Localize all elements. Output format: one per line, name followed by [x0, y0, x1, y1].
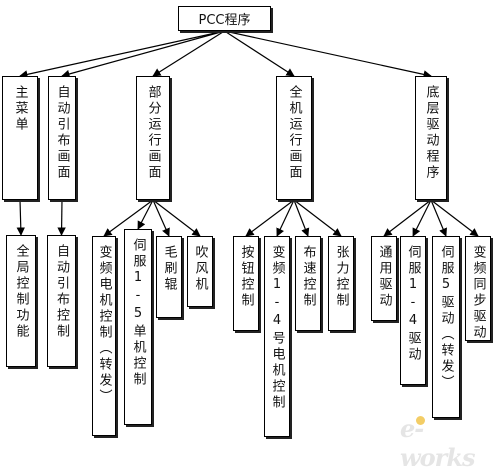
submodule-node-4-1: 按钮控制: [233, 236, 259, 331]
root-to-module-1-arrow: [19, 30, 225, 79]
module-node-1: 主菜单: [2, 76, 38, 200]
submodule-node-3-4: 吹风机: [187, 236, 213, 307]
root-to-module-2-arrow: [61, 30, 225, 79]
submodule-node-5-4: 变频同步驱动: [465, 236, 491, 341]
watermark-text: e-works: [400, 414, 475, 472]
submodule-node-3-3-label: 毛刷辊: [161, 245, 177, 293]
submodule-node-4-3: 布速控制: [295, 236, 321, 331]
module-node-3-label: 部分运行画面: [145, 85, 161, 181]
module-node-5: 底层驱动程序: [415, 76, 447, 200]
submodule-node-3-1-label: 变频电机控制（转发）: [96, 245, 112, 405]
root-label: PCC程序: [198, 13, 251, 28]
submodule-node-3-2-label: 伺服1-5单机控制: [130, 238, 146, 388]
submodule-node-4-2: 变频1-4号电机控制: [264, 236, 290, 437]
module-4-to-sub-3-arrow: [293, 199, 310, 237]
root-to-module-5-arrow: [224, 30, 432, 79]
root-to-module-3-arrow: [152, 30, 225, 77]
submodule-node-2-1-label: 自动引布控制: [54, 244, 69, 340]
submodule-node-1-1-label: 全局控制功能: [13, 244, 29, 340]
module-node-5-label: 底层驱动程序: [423, 85, 439, 181]
module-3-to-sub-1-arrow: [103, 199, 154, 237]
module-3-to-sub-3-arrow: [152, 199, 170, 237]
module-4-to-sub-1-arrow: [245, 199, 295, 237]
submodule-node-4-2-label: 变频1-4号电机控制: [269, 245, 285, 411]
submodule-node-4-4: 张力控制: [328, 236, 354, 331]
submodule-node-4-4-label: 张力控制: [333, 245, 349, 309]
e-works-watermark-logo: e-works: [392, 406, 492, 472]
submodule-node-5-4-label: 变频同步驱动: [470, 245, 486, 341]
module-3-to-sub-4-arrow: [152, 199, 201, 237]
watermark-dot: [416, 416, 425, 425]
module-4-to-sub-2-arrow: [276, 199, 295, 237]
submodule-node-5-2: 伺服1-4驱动: [400, 236, 426, 385]
submodule-node-5-3-label: 伺服5驱动（转发）: [438, 245, 454, 391]
submodule-node-5-3: 伺服5驱动（转发）: [432, 236, 460, 418]
module-node-2: 自动引布画面: [48, 76, 76, 200]
module-1-to-sub-1-arrow: [16, 199, 25, 236]
submodule-node-3-1: 变频电机控制（转发）: [92, 236, 116, 436]
root-to-module-4-arrow: [224, 30, 295, 77]
module-2-to-sub-1-arrow: [57, 199, 66, 236]
submodule-node-4-3-label: 布速控制: [300, 245, 316, 309]
submodule-node-3-3: 毛刷辊: [156, 236, 182, 318]
module-5-to-sub-4-arrow: [430, 199, 479, 237]
module-5-to-sub-2-arrow: [412, 199, 432, 237]
module-node-4-label: 全机运行画面: [286, 85, 302, 181]
submodule-node-3-4-label: 吹风机: [192, 245, 208, 293]
submodule-node-1-1: 全局控制功能: [6, 235, 36, 367]
submodule-node-5-1: 通用驱动: [371, 236, 397, 321]
module-4-to-sub-4-arrow: [293, 199, 342, 237]
connector-layer: [16, 30, 479, 237]
submodule-node-2-1: 自动引布控制: [47, 235, 76, 367]
module-5-to-sub-3-arrow: [430, 199, 447, 237]
submodule-node-5-1-label: 通用驱动: [376, 245, 392, 309]
module-5-to-sub-1-arrow: [383, 199, 432, 237]
module-node-1-label: 主菜单: [12, 85, 28, 133]
module-node-3: 部分运行画面: [136, 76, 170, 200]
submodule-node-5-2-label: 伺服1-4驱动: [405, 245, 421, 363]
module-node-4: 全机运行画面: [276, 76, 312, 200]
root-node: PCC程序: [178, 6, 271, 31]
module-node-2-label: 自动引布画面: [54, 85, 70, 181]
submodule-node-3-2: 伺服1-5单机控制: [124, 229, 152, 425]
module-3-to-sub-2-arrow: [137, 199, 154, 230]
submodule-node-4-1-label: 按钮控制: [238, 245, 254, 309]
